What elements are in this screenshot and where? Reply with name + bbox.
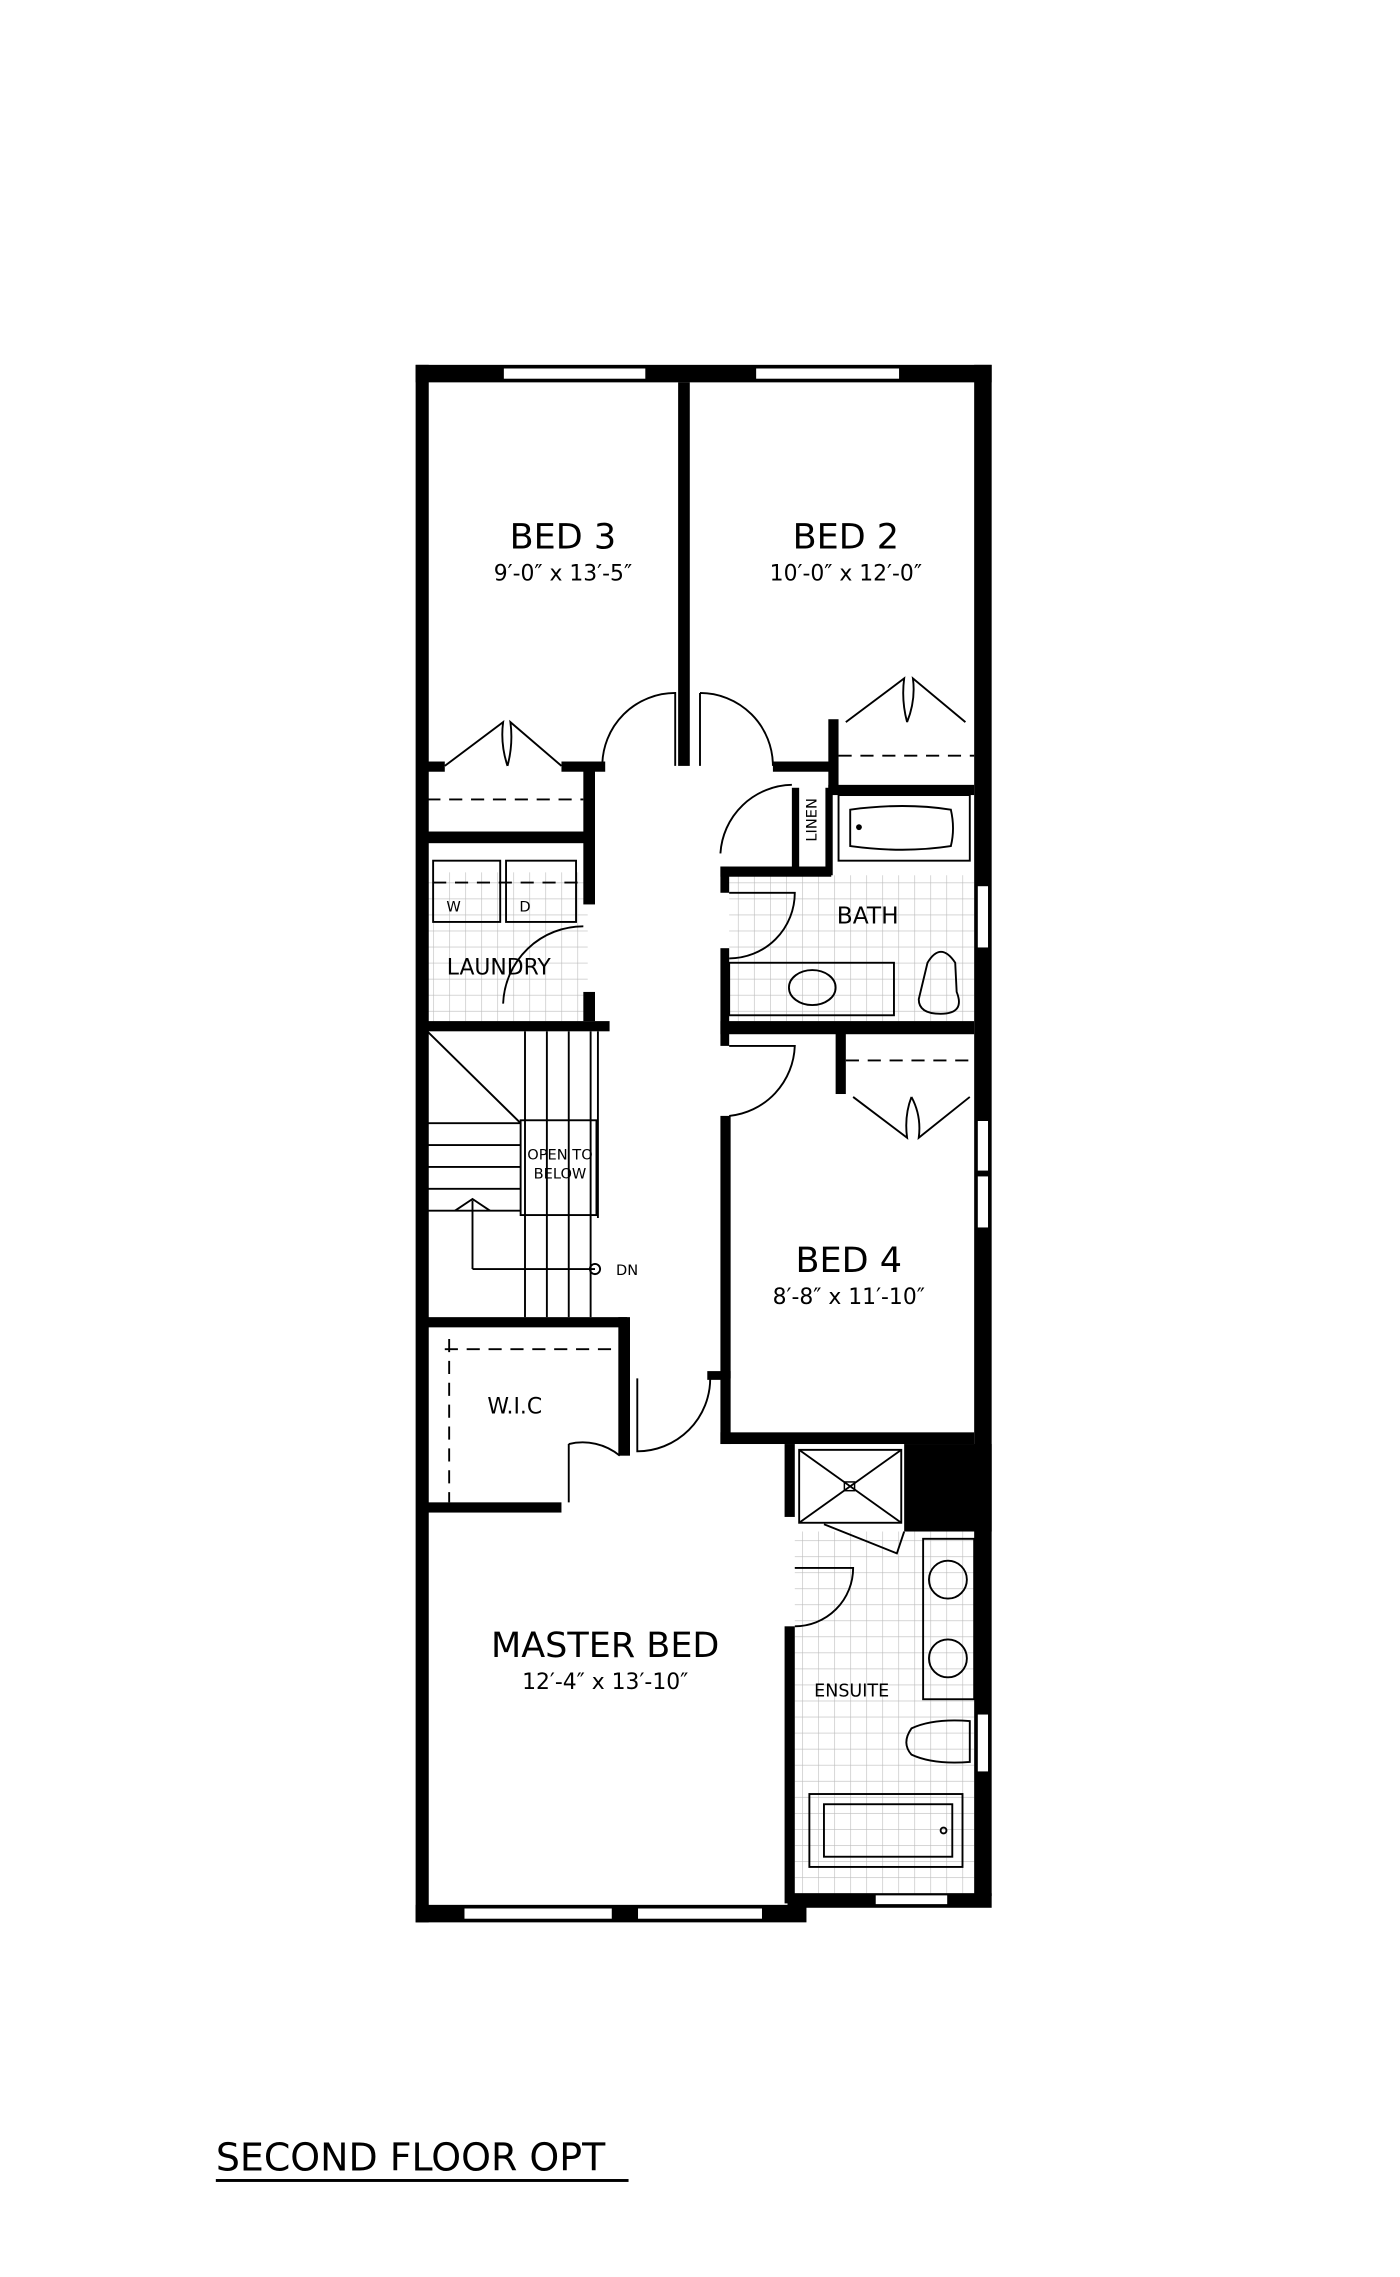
- label-down: DN: [616, 1262, 638, 1279]
- fixtures: [426, 676, 976, 1868]
- label-linen: LINEN: [804, 798, 821, 841]
- title-underline: [215, 2179, 629, 2182]
- label-dryer: D: [519, 899, 530, 916]
- staircase: [426, 1030, 602, 1318]
- label-wic: W.I.C: [487, 1394, 542, 1419]
- room-dim-bed-3: 9′-0″ x 13′-5″: [494, 562, 632, 587]
- plan-title: SECOND FLOOR OPT: [216, 2135, 606, 2179]
- label-washer: W: [446, 899, 460, 916]
- label-open-to-below-2: BELOW: [534, 1166, 587, 1183]
- label-ensuite: ENSUITE: [814, 1681, 889, 1701]
- windows: [463, 367, 990, 1921]
- room-name-master-bed: MASTER BED: [491, 1626, 719, 1666]
- label-open-to-below-1: OPEN TO: [527, 1147, 592, 1164]
- room-dim-bed-4: 8′-8″ x 11′-10″: [773, 1285, 925, 1310]
- label-laundry: LAUNDRY: [447, 955, 552, 980]
- room-name-bed-3: BED 3: [510, 518, 616, 558]
- label-bath: BATH: [837, 901, 899, 929]
- room-name-bed-4: BED 4: [796, 1241, 902, 1281]
- tile-floors: [427, 872, 975, 1897]
- room-dim-master-bed: 12′-4″ x 13′-10″: [522, 1670, 688, 1695]
- interior-walls: [427, 382, 992, 1904]
- room-name-bed-2: BED 2: [793, 518, 899, 558]
- room-dim-bed-2: 10′-0″ x 12′-0″: [770, 562, 922, 587]
